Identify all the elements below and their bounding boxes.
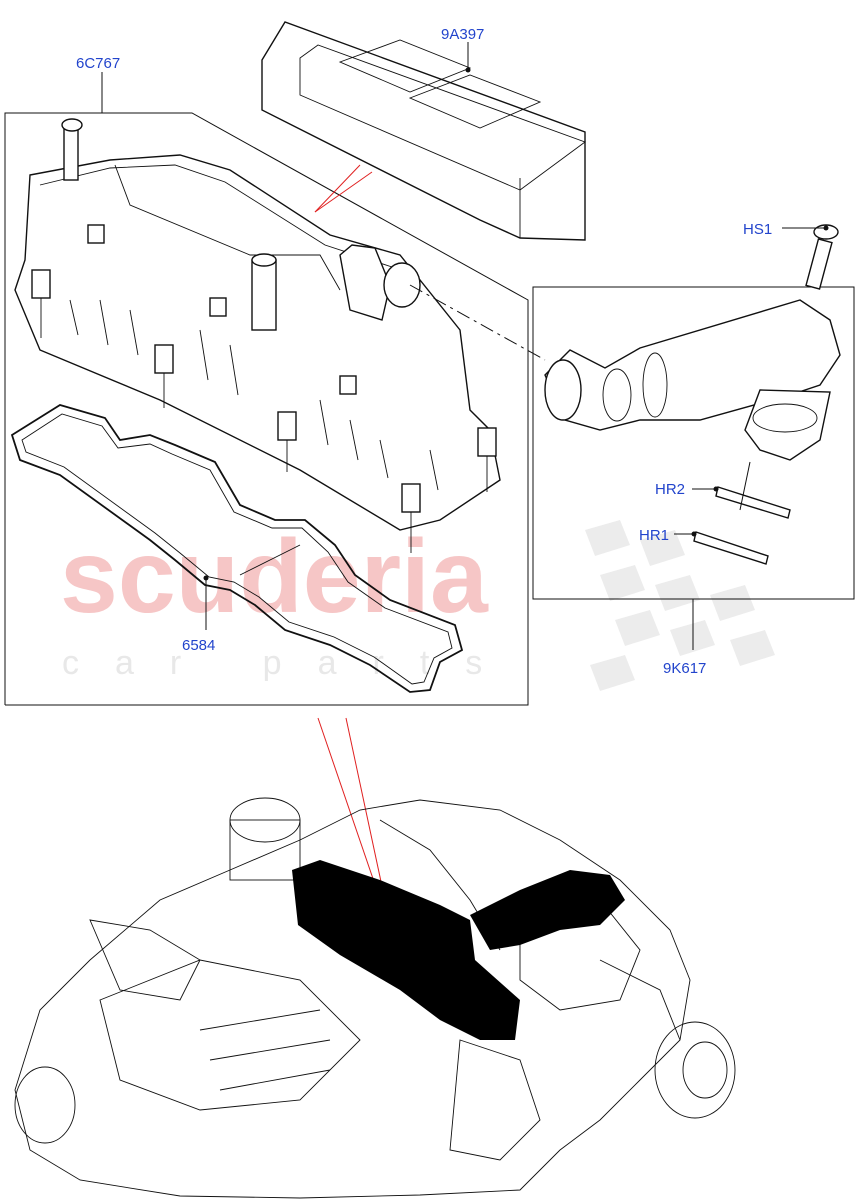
callout-6c767: 6C767	[76, 55, 120, 72]
valve-cover-box	[4, 112, 529, 706]
watermark: scuderia car parts	[60, 519, 775, 691]
highlighted-valve-cover	[292, 860, 520, 1040]
clip-hr1-part	[693, 531, 769, 565]
clip-hr2-part	[715, 486, 791, 519]
callout-hr2: HR2	[655, 481, 685, 498]
callout-labels: 9A397 6C767 HS1 HR2 HR1 6584 9K617	[76, 26, 772, 677]
engine-overview	[14, 797, 736, 1199]
callout-hr1: HR1	[639, 527, 669, 544]
bolt-part	[805, 224, 839, 290]
callout-9a397: 9A397	[441, 26, 484, 43]
reference-lines	[314, 164, 387, 906]
watermark-sub: car parts	[62, 644, 518, 682]
highlighted-breather-hose	[470, 870, 625, 950]
gasket-part	[10, 404, 464, 693]
callout-9k617: 9K617	[663, 660, 706, 677]
callout-6584: 6584	[182, 637, 215, 654]
valve-cover-ribs	[69, 299, 439, 491]
valve-cover-bolts	[31, 269, 497, 553]
breather-hose-part	[544, 299, 841, 461]
watermark-main: scuderia	[60, 519, 489, 635]
engine-cover-part	[261, 21, 586, 241]
callout-hs1: HS1	[743, 221, 772, 238]
watermark-checker	[585, 520, 775, 691]
leader-lines	[101, 42, 829, 650]
valve-cover-part	[14, 118, 501, 553]
